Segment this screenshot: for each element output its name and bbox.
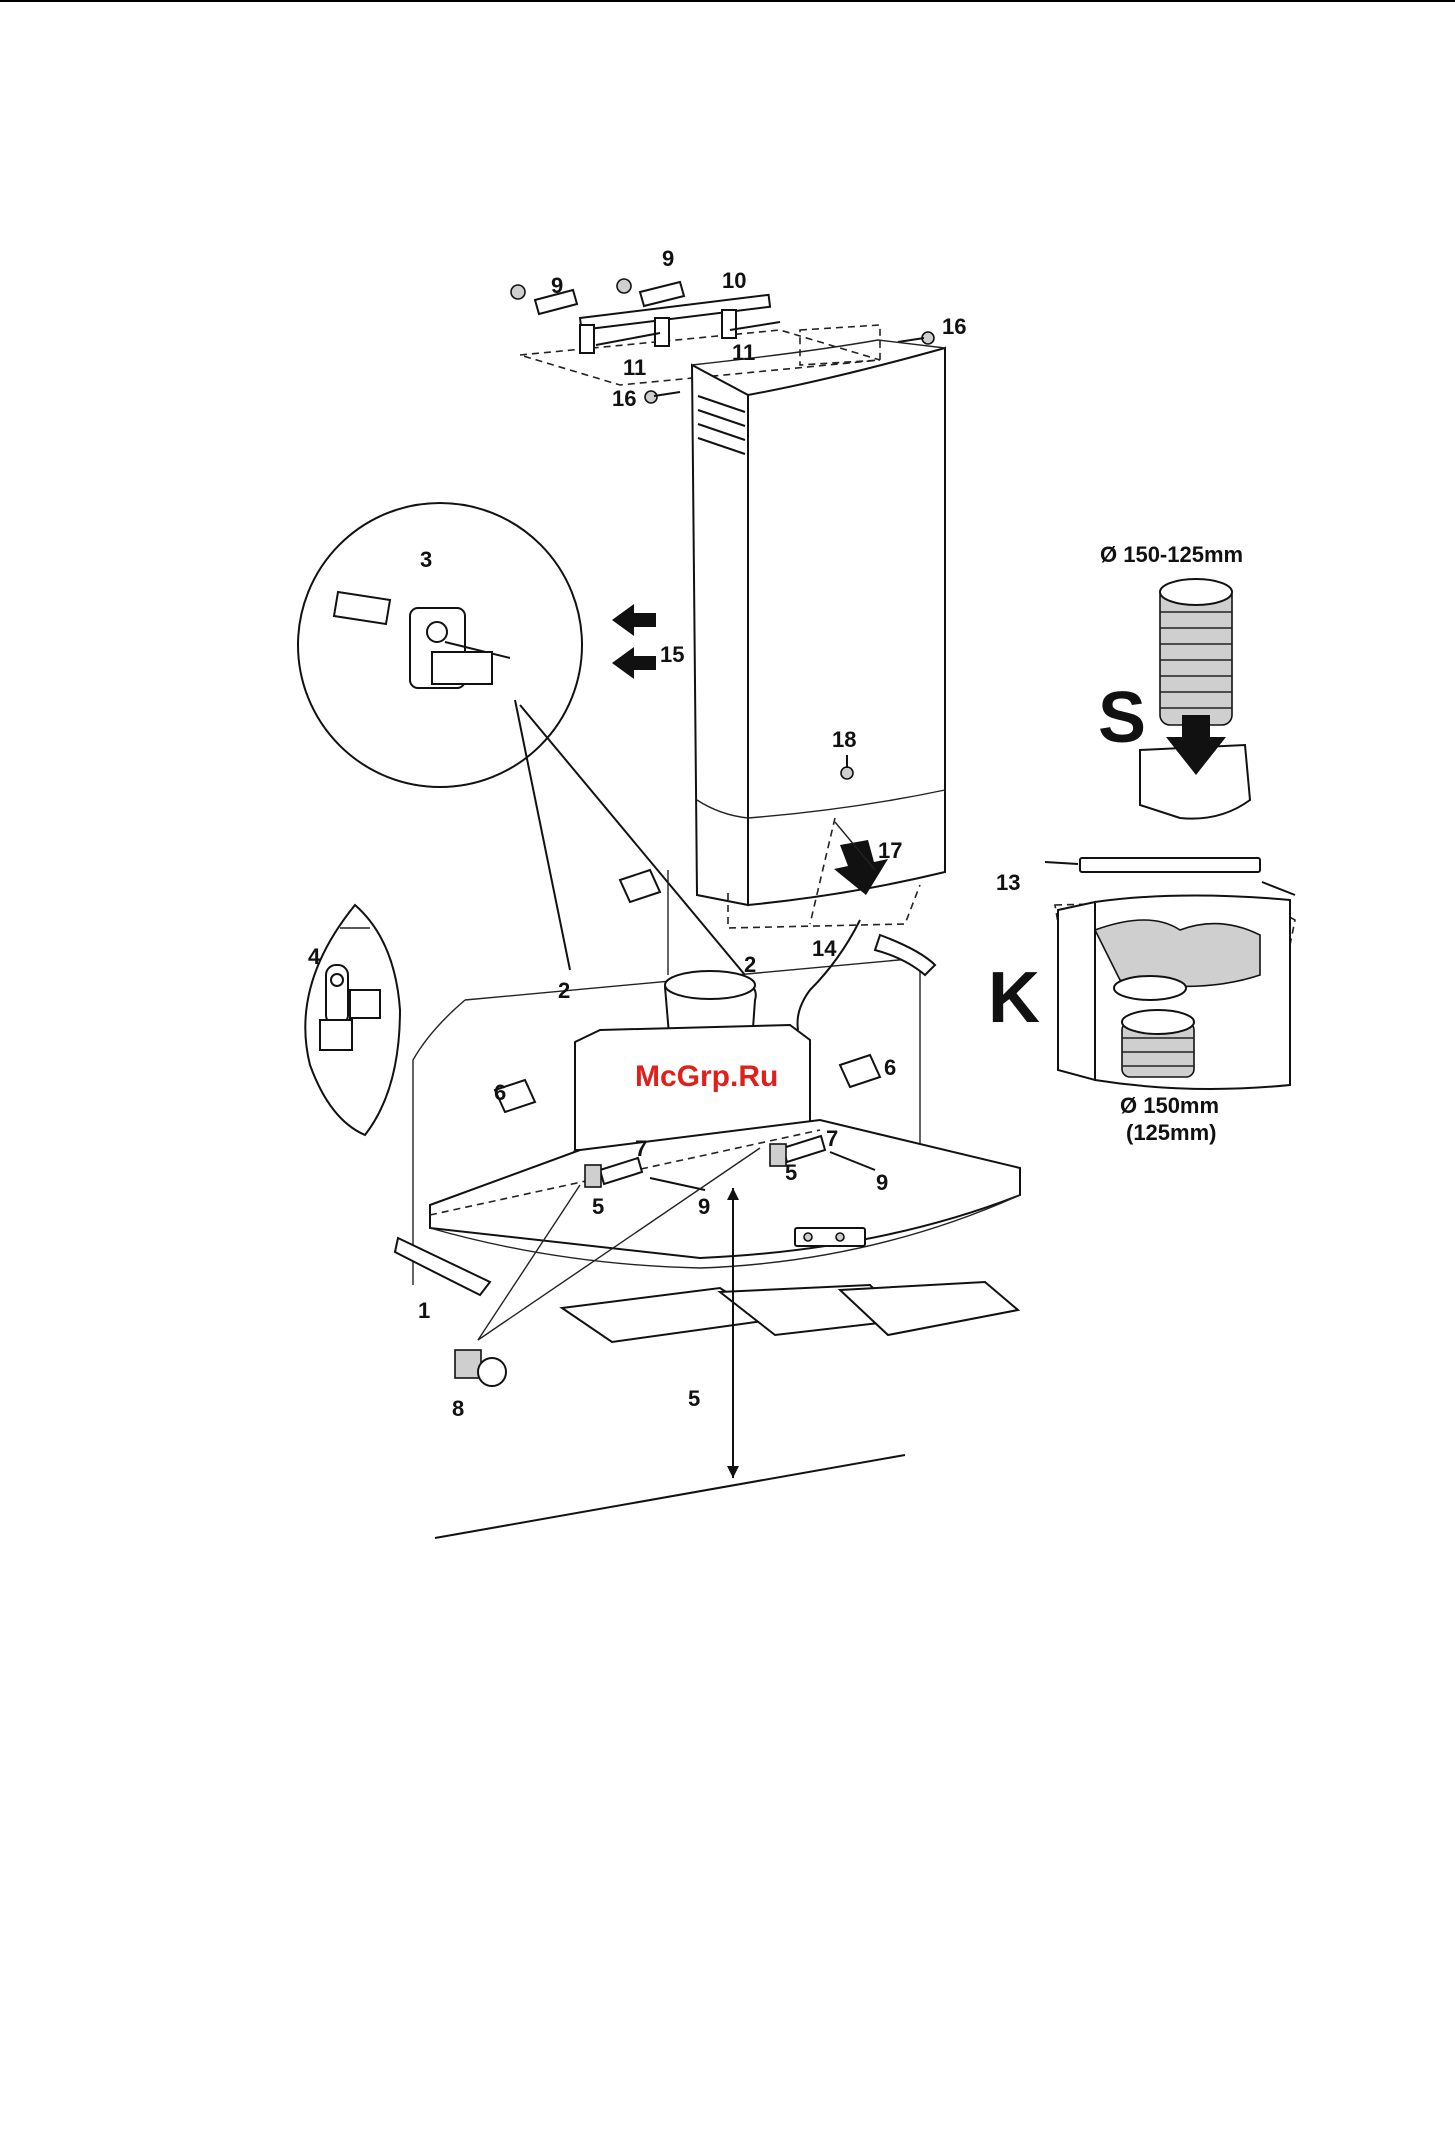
callout-6-left: 6 [494, 1080, 506, 1105]
screw-icon [455, 1350, 506, 1386]
callout-4: 4 [308, 944, 321, 969]
variant-k-assembly [1045, 858, 1295, 1089]
arrow-left-icon [612, 604, 656, 636]
variant-k-size-alt: (125mm) [1126, 1120, 1216, 1145]
callout-5-right: 5 [785, 1160, 797, 1185]
callout-10: 10 [722, 268, 746, 293]
callout-9-mid: 9 [698, 1194, 710, 1219]
callout-15: 15 [660, 642, 684, 667]
callout-9-right: 9 [876, 1170, 888, 1195]
callout-5-left: 5 [592, 1194, 604, 1219]
variant-s-size: Ø 150-125mm [1100, 542, 1243, 567]
callout-11-right: 11 [732, 340, 755, 365]
callout-8: 8 [452, 1396, 464, 1421]
callout-18: 18 [832, 727, 856, 752]
callout-6-right: 6 [884, 1055, 896, 1080]
callout-9-left: 9 [551, 273, 563, 298]
callout-11-left: 11 [623, 355, 646, 380]
callout-7-left: 7 [635, 1136, 647, 1161]
arrow-left-icon [612, 647, 656, 679]
worktop-line [435, 1455, 905, 1538]
filter-panel-icon [562, 1282, 1018, 1342]
detail-circle-4 [305, 905, 400, 1135]
variant-k-size: Ø 150mm [1120, 1093, 1219, 1118]
callout-5-distance: 5 [688, 1386, 700, 1411]
callout-17: 17 [878, 838, 902, 863]
callout-2-right: 2 [744, 952, 756, 977]
variant-k-letter: K [988, 958, 1040, 1038]
chimney-cover [692, 340, 945, 905]
callout-9-top: 9 [662, 246, 674, 271]
callout-14: 14 [812, 936, 837, 961]
callout-3: 3 [420, 547, 432, 572]
callout-7-right: 7 [826, 1126, 838, 1151]
callout-16-right: 16 [942, 314, 966, 339]
callout-13: 13 [996, 870, 1020, 895]
variant-s-letter: S [1098, 678, 1146, 758]
callout-1: 1 [418, 1298, 430, 1323]
watermark: McGrp.Ru [635, 1060, 778, 1093]
callout-16-left: 16 [612, 386, 636, 411]
hood-canopy [430, 1120, 1020, 1268]
variant-s-duct [1140, 579, 1250, 819]
detail-circle-3 [298, 503, 745, 975]
callout-2-left: 2 [558, 978, 570, 1003]
